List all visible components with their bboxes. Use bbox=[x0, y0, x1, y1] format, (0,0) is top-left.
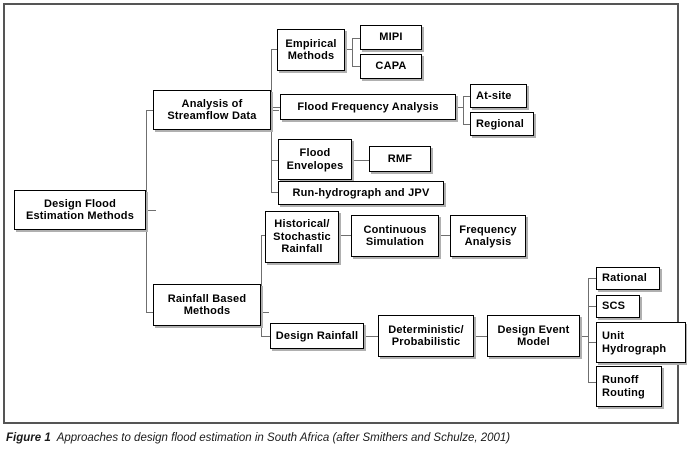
connector-designevent-runoff bbox=[588, 382, 596, 383]
connector-rainfall-out bbox=[260, 312, 269, 313]
node-runoff-routing[interactable]: Runoff Routing bbox=[596, 366, 662, 407]
figure-caption: Figure 1 Approaches to design flood esti… bbox=[6, 432, 681, 444]
connector-analysis-runhydro bbox=[271, 192, 279, 193]
connector-empirical-mipi bbox=[352, 38, 360, 39]
connector-analysis-ffa bbox=[271, 107, 281, 108]
node-frequency-analysis[interactable]: Frequency Analysis bbox=[450, 215, 526, 257]
connector-contsim-freq bbox=[439, 235, 450, 236]
connector-rainfall-trunk bbox=[261, 235, 262, 336]
node-historical-stochastic-rainfall[interactable]: Historical/ Stochastic Rainfall bbox=[265, 211, 339, 263]
node-analysis-of-streamflow-data[interactable]: Analysis of Streamflow Data bbox=[153, 90, 271, 130]
connector-ffa-atsite bbox=[463, 96, 471, 97]
node-deterministic-probabilistic[interactable]: Deterministic/ Probabilistic bbox=[378, 315, 474, 357]
connector-root-rainfall bbox=[146, 312, 154, 313]
figure-caption-text: Approaches to design flood estimation in… bbox=[56, 432, 511, 444]
node-at-site[interactable]: At-site bbox=[470, 84, 527, 108]
figure-label: Figure 1 bbox=[6, 432, 51, 444]
node-rmf[interactable]: RMF bbox=[369, 146, 431, 172]
connector-empirical-out bbox=[344, 49, 353, 50]
connector-designevent-out bbox=[580, 336, 589, 337]
node-regional[interactable]: Regional bbox=[470, 112, 534, 136]
node-run-hydrograph-and-jpv[interactable]: Run-hydrograph and JPV bbox=[278, 181, 444, 205]
connector-designevent-unithydro bbox=[588, 342, 596, 343]
connector-hist-contsim bbox=[339, 235, 351, 236]
connector-designevent-rational bbox=[588, 278, 596, 279]
connector-analysis-out bbox=[270, 110, 279, 111]
node-design-rainfall[interactable]: Design Rainfall bbox=[270, 323, 364, 349]
connector-analysis-empirical bbox=[271, 49, 279, 50]
connector-ffa-trunk bbox=[463, 96, 464, 124]
node-design-event-model[interactable]: Design Event Model bbox=[487, 315, 580, 357]
connector-rainfall-designrain bbox=[261, 336, 270, 337]
node-unit-hydrograph[interactable]: Unit Hydrograph bbox=[596, 322, 686, 363]
connector-root-trunk bbox=[146, 110, 147, 312]
connector-envelopes-rmf bbox=[352, 160, 370, 161]
connector-analysis-envelopes bbox=[271, 160, 279, 161]
node-continuous-simulation[interactable]: Continuous Simulation bbox=[351, 215, 439, 257]
connector-designrain-detprob bbox=[364, 336, 378, 337]
node-flood-envelopes[interactable]: Flood Envelopes bbox=[278, 139, 352, 180]
connector-designevent-scs bbox=[588, 306, 596, 307]
node-mipi[interactable]: MIPI bbox=[360, 25, 422, 50]
connector-ffa-out bbox=[455, 107, 464, 108]
connector-empirical-trunk bbox=[352, 38, 353, 66]
node-empirical-methods[interactable]: Empirical Methods bbox=[277, 29, 345, 71]
node-rational[interactable]: Rational bbox=[596, 267, 660, 290]
diagram-canvas: Design Flood Estimation Methods Analysis… bbox=[14, 25, 686, 407]
connector-root-out bbox=[146, 210, 156, 211]
connector-designevent-trunk bbox=[588, 278, 589, 382]
node-capa[interactable]: CAPA bbox=[360, 54, 422, 79]
connector-detprob-designevent bbox=[474, 336, 487, 337]
connector-analysis-trunk bbox=[271, 49, 272, 192]
connector-ffa-regional bbox=[463, 124, 471, 125]
connector-root-analysis bbox=[146, 110, 154, 111]
node-rainfall-based-methods[interactable]: Rainfall Based Methods bbox=[153, 284, 261, 326]
node-flood-frequency-analysis[interactable]: Flood Frequency Analysis bbox=[280, 94, 456, 120]
connector-empirical-capa bbox=[352, 66, 360, 67]
node-scs[interactable]: SCS bbox=[596, 295, 640, 318]
node-root[interactable]: Design Flood Estimation Methods bbox=[14, 190, 146, 230]
